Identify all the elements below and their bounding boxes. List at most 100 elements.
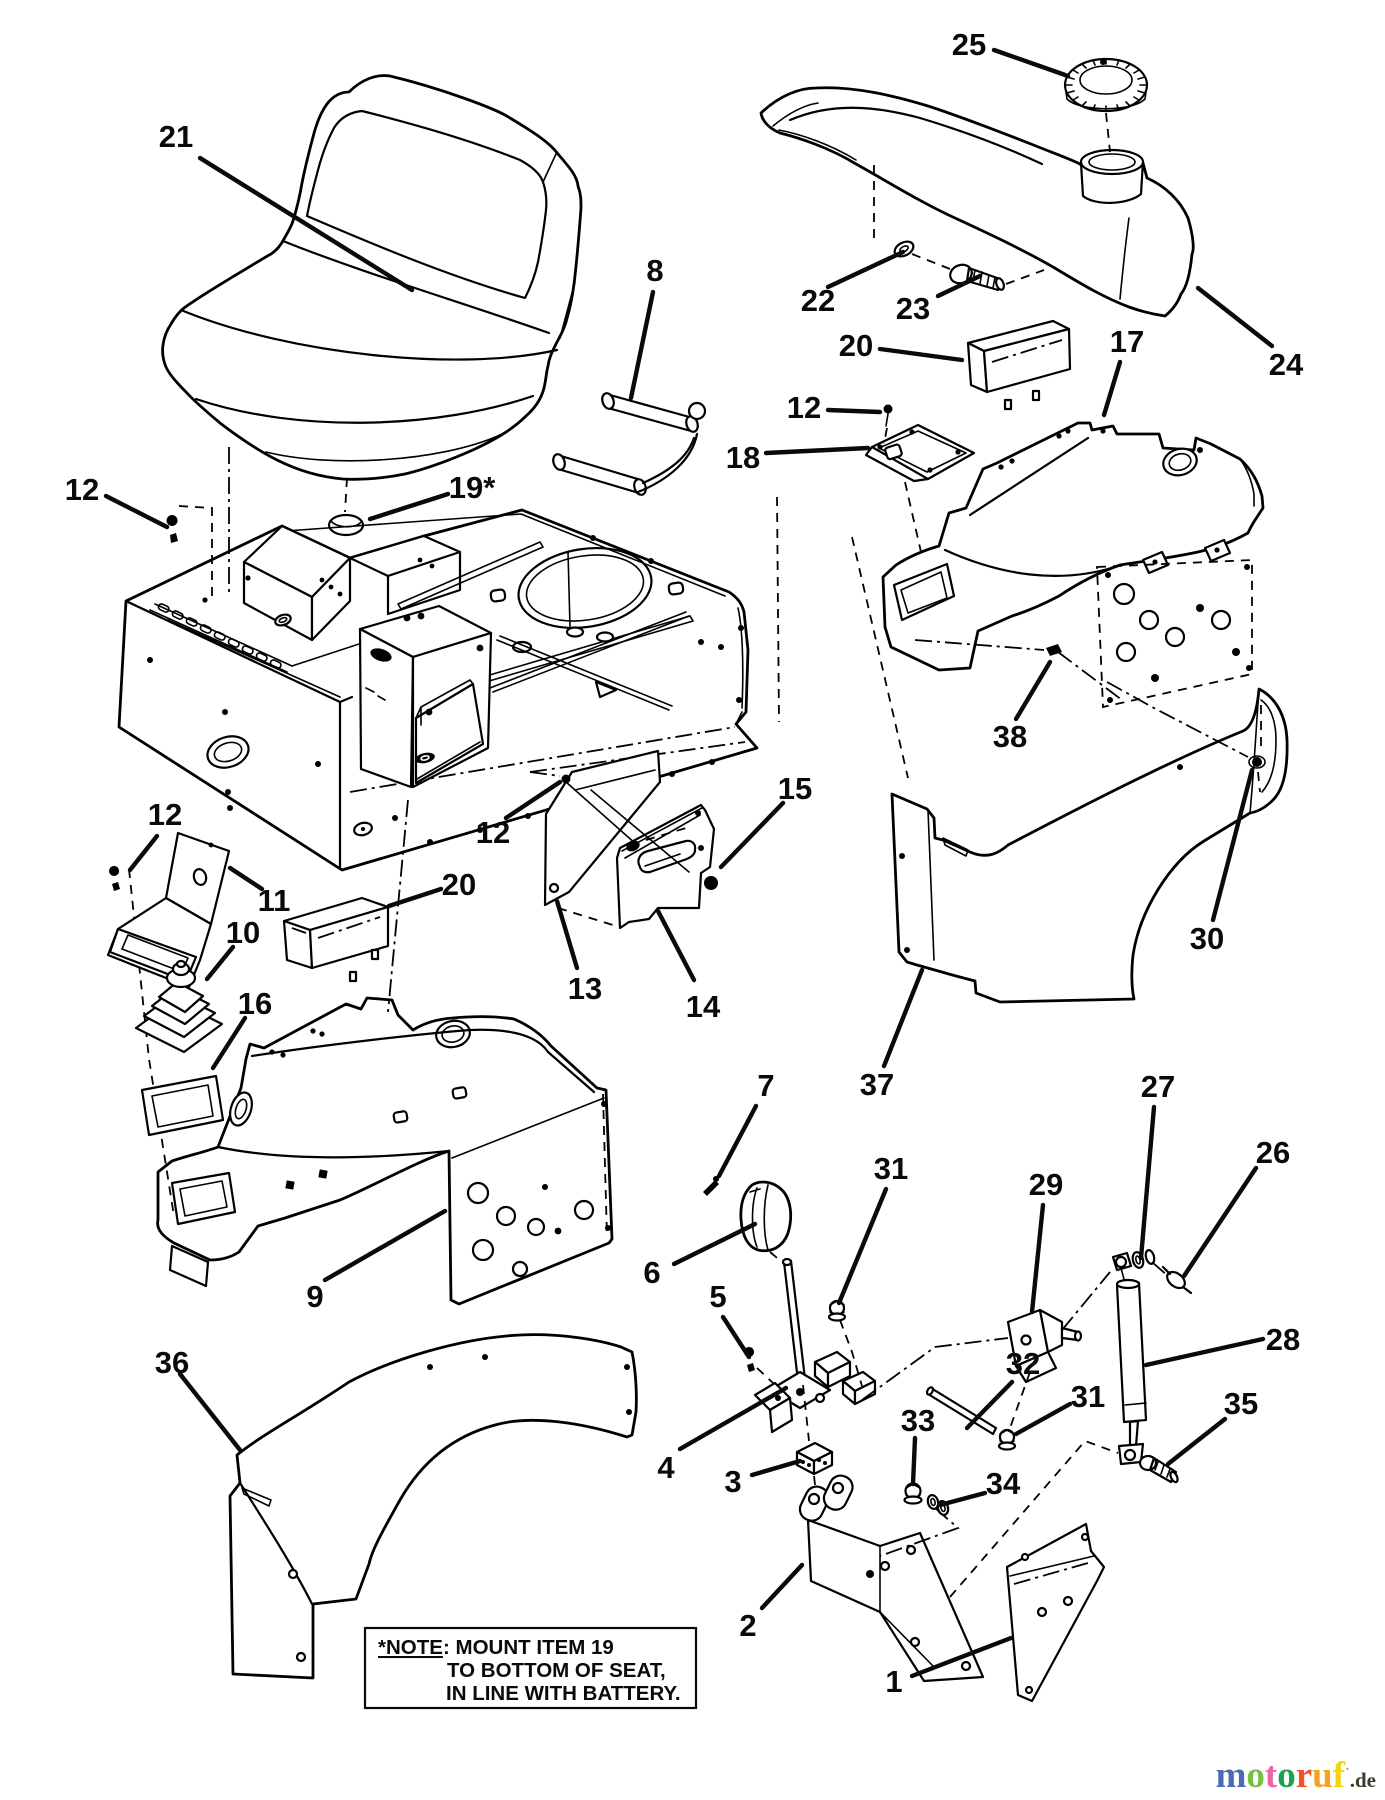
leader-line-33 xyxy=(910,1435,918,1487)
part-label-21: 21 xyxy=(159,119,193,154)
note-line1: : MOUNT ITEM 19 xyxy=(443,1636,614,1659)
leader-line-21 xyxy=(197,155,415,293)
control-assembly-drawing xyxy=(703,1176,1193,1703)
left-small-parts xyxy=(106,505,231,1217)
part-label-26: 26 xyxy=(1256,1135,1290,1170)
part-label-30: 30 xyxy=(1190,921,1224,956)
part-label-16: 16 xyxy=(238,986,272,1021)
console-17-drawing xyxy=(881,421,1265,709)
leader-line-38 xyxy=(1013,659,1053,722)
leader-line-20b xyxy=(386,886,444,909)
part-label-12b: 12 xyxy=(65,472,99,507)
watermark-letter: u xyxy=(1312,1755,1333,1796)
fender-36-drawing xyxy=(228,1333,638,1680)
part-label-5: 5 xyxy=(709,1279,726,1314)
leader-line-5 xyxy=(720,1314,752,1360)
part-label-35: 35 xyxy=(1224,1386,1258,1421)
leader-line-31a xyxy=(836,1186,889,1306)
watermark-reg-mark: · xyxy=(1345,1762,1350,1778)
part-label-13: 13 xyxy=(568,971,602,1006)
part-label-10: 10 xyxy=(226,915,260,950)
leader-line-6 xyxy=(671,1221,758,1267)
relay-box-20b xyxy=(282,896,390,983)
part-label-27: 27 xyxy=(1141,1069,1175,1104)
leader-line-10 xyxy=(204,944,236,982)
watermark-letter: m xyxy=(1215,1755,1247,1796)
leader-line-26 xyxy=(1181,1165,1259,1279)
part-label-17: 17 xyxy=(1110,324,1144,359)
leader-line-4 xyxy=(677,1385,789,1452)
part-label-2: 2 xyxy=(739,1608,756,1643)
part-label-34: 34 xyxy=(986,1466,1021,1501)
leader-line-8 xyxy=(628,289,656,401)
leader-line-24 xyxy=(1195,285,1275,349)
leader-line-14 xyxy=(655,908,697,983)
leader-line-11 xyxy=(227,865,265,892)
leader-line-13 xyxy=(554,898,580,971)
note-box: *NOTE : MOUNT ITEM 19 TO BOTTOM OF SEAT,… xyxy=(363,1626,698,1710)
part-label-31b: 31 xyxy=(1071,1379,1105,1414)
part-label-22: 22 xyxy=(801,283,835,318)
leader-line-18 xyxy=(763,445,871,456)
part-label-37: 37 xyxy=(860,1067,894,1102)
leader-line-7 xyxy=(716,1103,759,1179)
part-label-1: 1 xyxy=(885,1664,902,1699)
watermark-letter: r xyxy=(1295,1755,1313,1796)
watermark-letter: f xyxy=(1332,1755,1346,1796)
leader-line-15 xyxy=(718,800,786,870)
part-label-4: 4 xyxy=(657,1450,675,1485)
leader-line-12c xyxy=(127,833,160,873)
leader-line-31b xyxy=(1013,1401,1073,1437)
leader-line-35 xyxy=(1165,1416,1228,1467)
part-label-9: 9 xyxy=(306,1279,323,1314)
part-label-20a: 20 xyxy=(839,328,873,363)
note-prefix: *NOTE xyxy=(378,1636,443,1659)
watermark-letter: o xyxy=(1246,1755,1265,1796)
part-label-15: 15 xyxy=(778,771,812,806)
leader-line-20a xyxy=(877,346,965,363)
leader-line-12d xyxy=(503,779,563,821)
leader-line-37 xyxy=(881,967,925,1069)
leader-line-17 xyxy=(1101,359,1123,418)
leader-line-30 xyxy=(1210,767,1255,923)
relay-box-20a xyxy=(966,319,1072,411)
console-9-drawing xyxy=(156,996,614,1306)
leader-line-28 xyxy=(1143,1336,1266,1368)
part-label-20b: 20 xyxy=(442,867,476,902)
part-label-33: 33 xyxy=(901,1403,935,1438)
part-label-36: 36 xyxy=(155,1345,189,1380)
watermark-suffix: .de xyxy=(1349,1768,1376,1792)
note-line3: IN LINE WITH BATTERY. xyxy=(446,1682,681,1705)
part-label-24: 24 xyxy=(1269,347,1304,382)
part-label-11: 11 xyxy=(258,883,291,918)
part-label-29: 29 xyxy=(1029,1167,1063,1202)
leader-line-3 xyxy=(749,1458,803,1478)
leader-line-23 xyxy=(935,273,983,299)
leader-line-2 xyxy=(759,1562,805,1611)
part-label-38: 38 xyxy=(993,719,1027,754)
part-label-12a: 12 xyxy=(787,390,821,425)
leader-line-1 xyxy=(909,1635,1014,1679)
note-line2: TO BOTTOM OF SEAT, xyxy=(447,1659,666,1682)
watermark-letter: o xyxy=(1277,1755,1296,1796)
part-label-23: 23 xyxy=(896,291,930,326)
part-label-25: 25 xyxy=(952,27,986,62)
part-label-14: 14 xyxy=(686,989,721,1024)
leader-line-34 xyxy=(937,1490,988,1508)
leader-line-16 xyxy=(210,1015,248,1071)
leader-line-27 xyxy=(1138,1104,1157,1261)
fuel-tank-drawing xyxy=(759,57,1195,318)
part-label-28: 28 xyxy=(1266,1322,1300,1357)
leader-line-29 xyxy=(1029,1202,1046,1315)
fender-37-drawing xyxy=(890,681,1289,1004)
part-label-18: 18 xyxy=(726,440,760,475)
bracket-18-drawing xyxy=(851,404,976,779)
handle-drawing xyxy=(552,392,707,496)
leader-line-22 xyxy=(825,249,906,290)
leader-line-12a xyxy=(825,407,883,415)
watermark: motoruf·.de xyxy=(1216,1757,1376,1794)
watermark-letter: t xyxy=(1264,1755,1278,1796)
part-label-6: 6 xyxy=(643,1255,660,1290)
